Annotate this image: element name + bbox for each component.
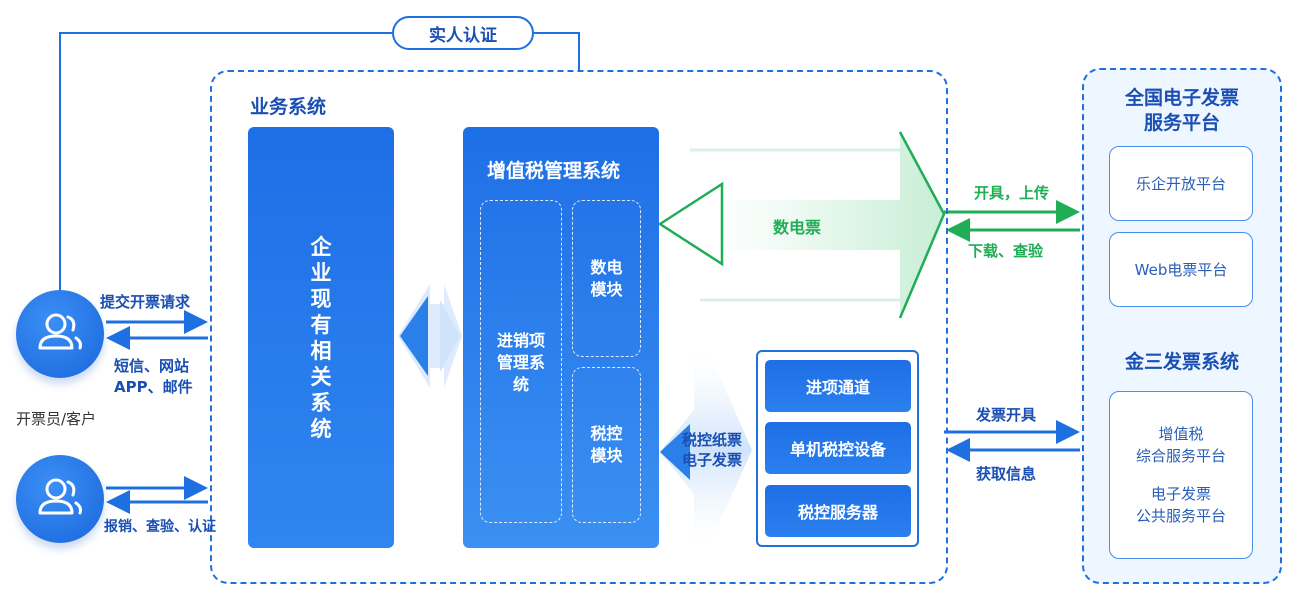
einvoice-public-line-2: 公共服务平台	[1135, 507, 1226, 525]
digital-module-box	[572, 200, 641, 357]
taxctrl-paper-line-2: 电子发票	[681, 451, 742, 469]
invoice-issue-label: 发票开具	[976, 406, 1037, 424]
download-verify-label: 下载、查验	[968, 242, 1044, 260]
operator-label: 开票员/客户	[16, 410, 97, 428]
leqi-platform-label: 乐企开放平台	[1135, 174, 1226, 193]
digital-invoice-arrow	[657, 131, 946, 319]
input-channel-block: 进项通道	[765, 360, 911, 412]
taxctrl-server-block: 税控服务器	[765, 485, 911, 537]
taxctrl-arrow	[660, 350, 752, 548]
notify-label: 短信、网站 APP、邮件	[114, 356, 193, 398]
vat-service-line-2: 综合服务平台	[1135, 447, 1226, 465]
taxctrl-line-2: 模块	[590, 446, 623, 465]
inout-module-box	[480, 200, 562, 523]
inout-line-1: 进销项	[496, 331, 545, 350]
taxctrl-paper-label: 税控纸票 电子发票	[674, 430, 750, 470]
inout-module-label: 进销项 管理系 统	[480, 330, 562, 396]
golden-tax-title: 金三发票系统	[1124, 351, 1239, 373]
issue-upload-label: 开具，上传	[974, 184, 1050, 202]
national-title-line-1: 全国电子发票	[1124, 87, 1239, 109]
reimburse-label: 报销、查验、认证	[104, 519, 216, 535]
taxctrl-paper-line-1: 税控纸票	[681, 431, 742, 449]
get-info-label: 获取信息	[976, 465, 1037, 483]
national-title-line-2: 服务平台	[1143, 112, 1220, 134]
users-icon	[38, 478, 82, 515]
inout-line-2: 管理系	[496, 353, 545, 372]
standalone-taxctrl-device-block: 单机税控设备	[765, 422, 911, 474]
digital-module-label: 数电 模块	[572, 257, 641, 301]
enterprise-vat-arrow	[398, 284, 462, 388]
einvoice-public-line-1: 电子发票	[1150, 485, 1211, 503]
submit-request-label: 提交开票请求	[100, 293, 191, 311]
operator-avatar	[16, 290, 104, 378]
taxctrl-module-box	[572, 367, 641, 523]
notify-line-1: 短信、网站	[114, 357, 190, 375]
digital-line-1: 数电	[590, 258, 623, 277]
taxctrl-module-label: 税控 模块	[572, 423, 641, 467]
business-system-container	[210, 70, 948, 584]
users-icon	[38, 313, 82, 350]
web-platform-label: Web电票平台	[1134, 260, 1228, 279]
inout-line-3: 统	[512, 375, 529, 394]
golden-tax-platforms: 增值税 综合服务平台 电子发票 公共服务平台	[1109, 391, 1253, 559]
digital-line-2: 模块	[590, 280, 623, 299]
vat-system-title: 增值税管理系统	[487, 160, 621, 182]
customer-avatar	[16, 455, 104, 543]
auth-line	[59, 32, 392, 300]
web-einvoice-platform: Web电票平台	[1109, 232, 1253, 307]
taxctrl-line-1: 税控	[590, 424, 623, 443]
business-system-title: 业务系统	[250, 96, 327, 118]
digital-invoice-label: 数电票	[773, 218, 822, 237]
leqi-open-platform: 乐企开放平台	[1109, 146, 1253, 221]
notify-line-2: APP、邮件	[114, 378, 193, 396]
vat-service-line-1: 增值税	[1158, 425, 1204, 443]
enterprise-system-label: 企业现有相关系统	[310, 234, 332, 441]
auth-line-right	[534, 32, 580, 70]
real-person-auth-label: 实人认证	[392, 16, 534, 50]
national-platform-title: 全国电子发票 服务平台	[1082, 86, 1282, 136]
enterprise-system-block: 企业现有相关系统	[248, 127, 394, 548]
